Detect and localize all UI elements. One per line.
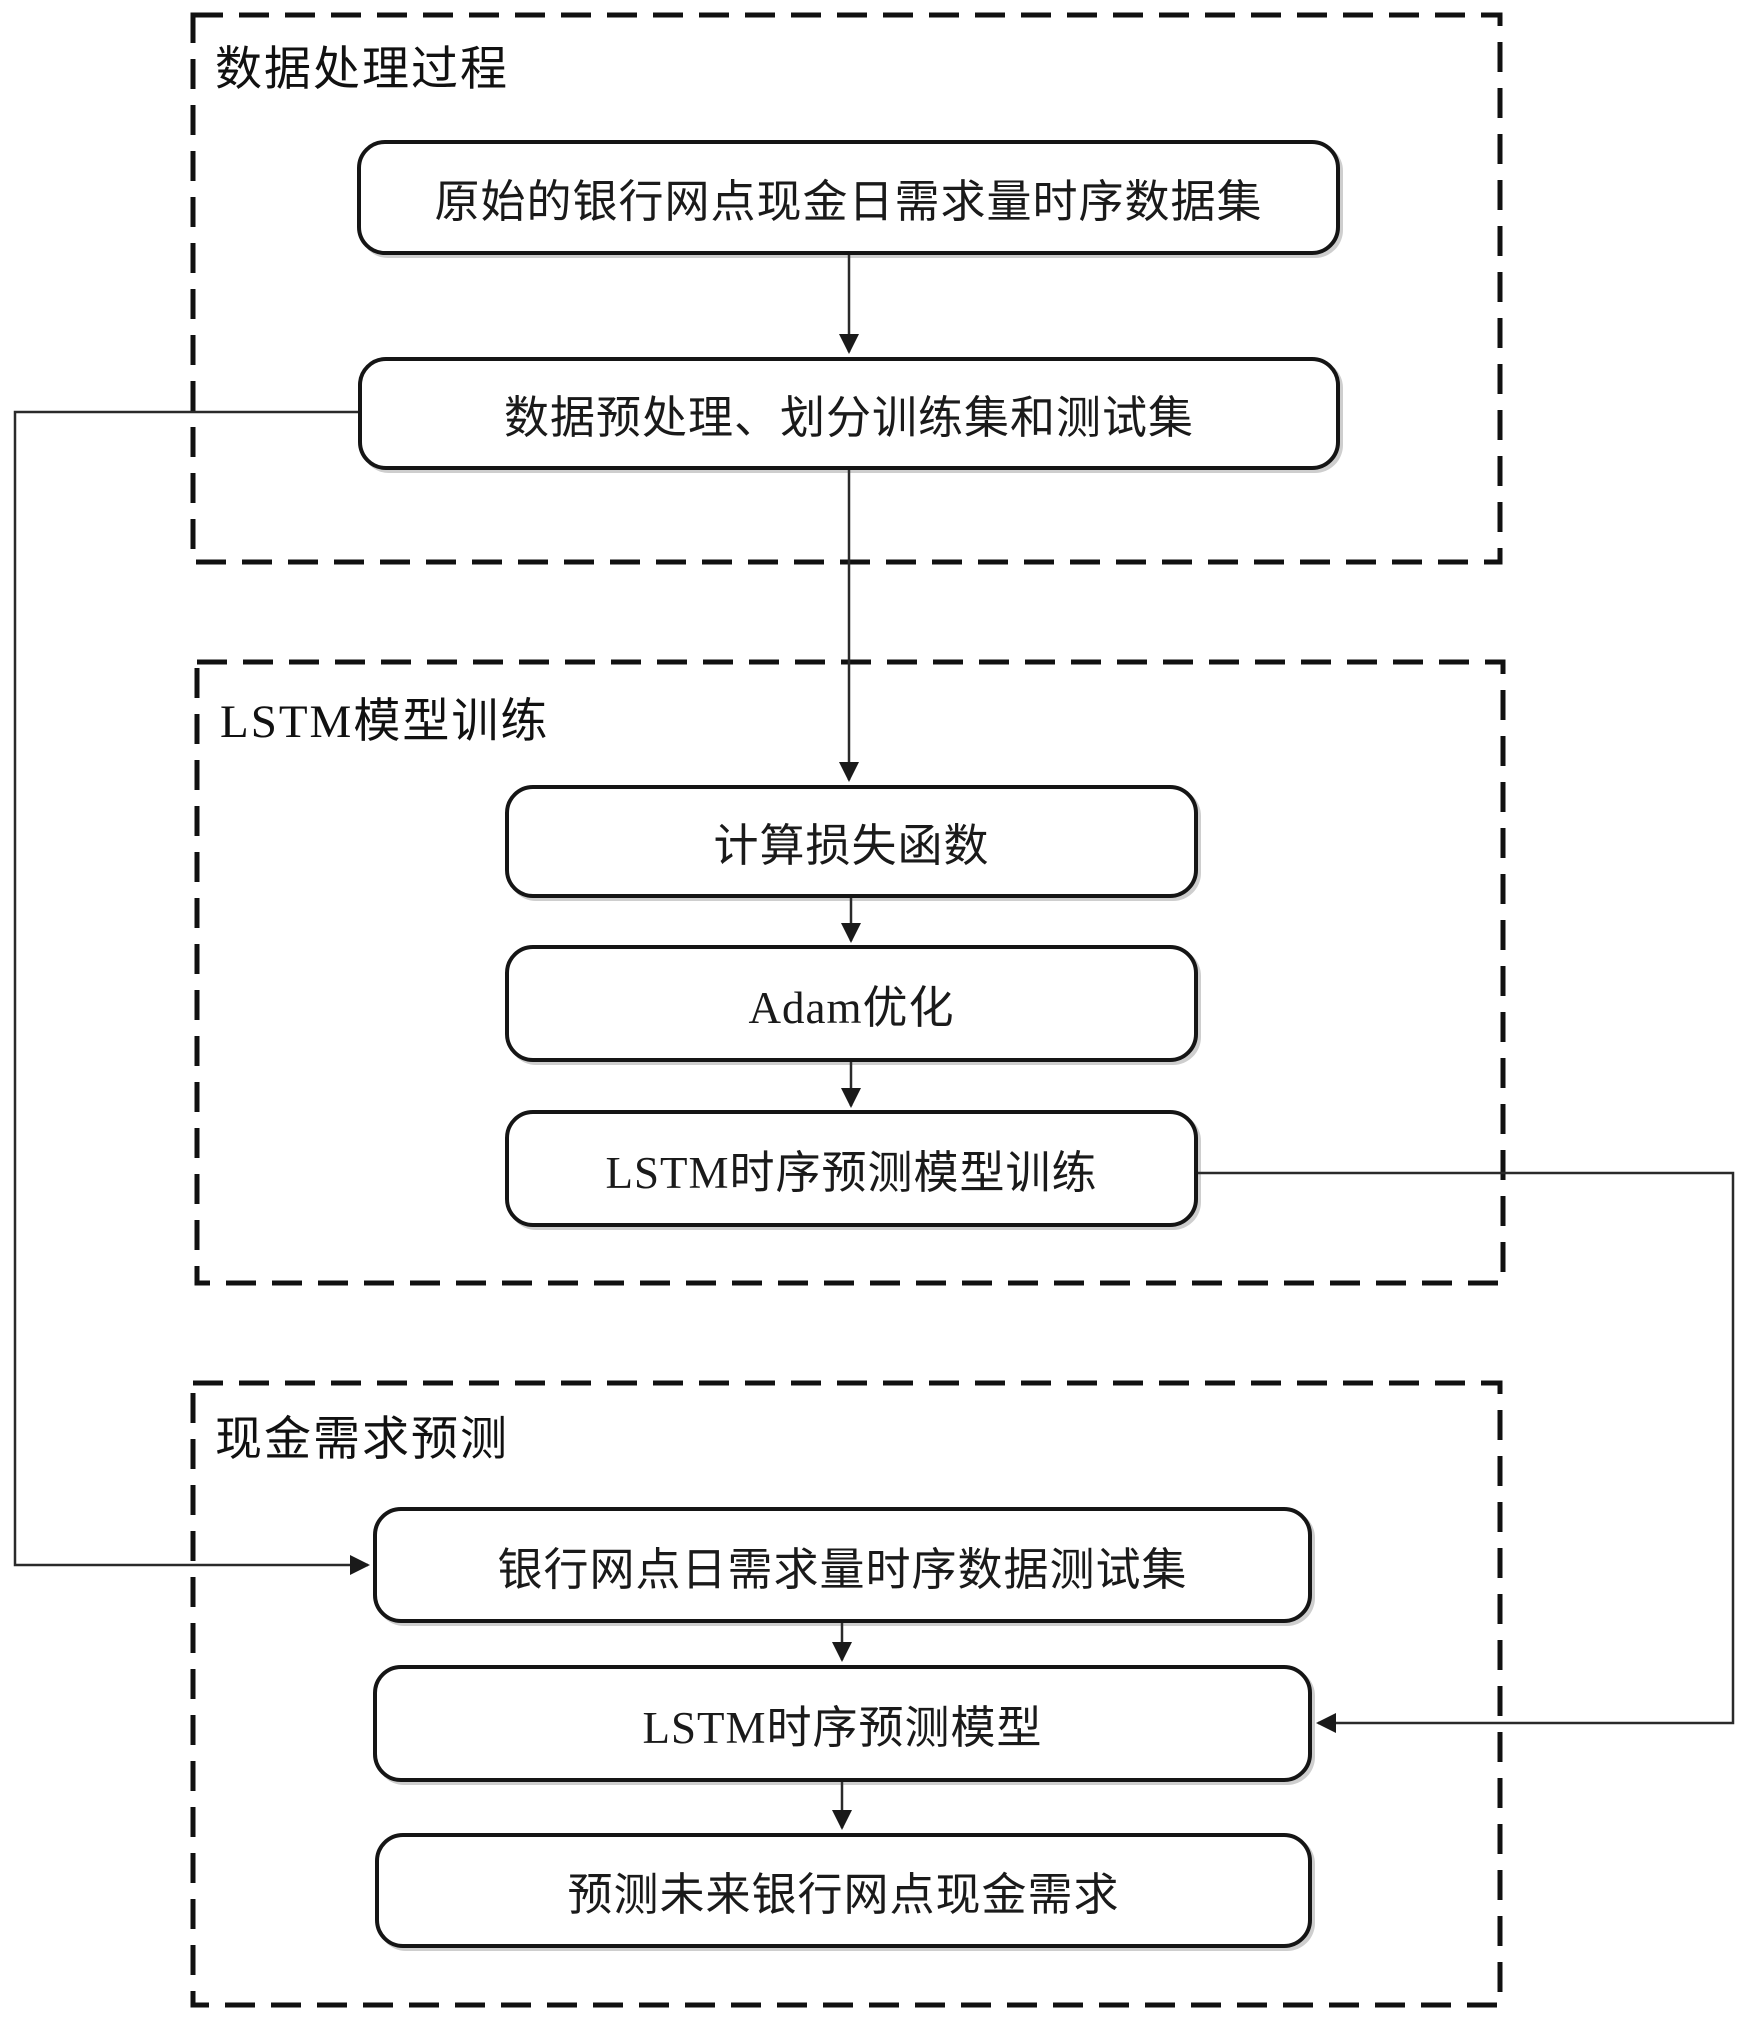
box-lstm-training: LSTM时序预测模型训练 xyxy=(505,1110,1198,1227)
box-adam-optimization: Adam优化 xyxy=(505,945,1198,1062)
connector-training-to-lstm-model xyxy=(1198,1171,1735,1733)
box-loss-function: 计算损失函数 xyxy=(505,785,1198,898)
box-predict-future: 预测未来银行网点现金需求 xyxy=(375,1833,1312,1948)
box-raw-dataset: 原始的银行网点现金日需求量时序数据集 xyxy=(357,140,1340,255)
section-label-data-processing: 数据处理过程 xyxy=(215,44,509,96)
box-preprocess-split: 数据预处理、划分训练集和测试集 xyxy=(358,357,1340,470)
section-border-data-processing xyxy=(190,12,1503,565)
section-border-cash-forecast xyxy=(190,1380,1503,2008)
box-lstm-model: LSTM时序预测模型 xyxy=(373,1665,1312,1782)
section-label-cash-forecast: 现金需求预测 xyxy=(215,1414,509,1466)
section-label-lstm-training: LSTM模型训练 xyxy=(220,696,550,748)
connector-preprocess-to-test-dataset xyxy=(13,410,370,1575)
box-test-dataset: 银行网点日需求量时序数据测试集 xyxy=(373,1507,1312,1623)
